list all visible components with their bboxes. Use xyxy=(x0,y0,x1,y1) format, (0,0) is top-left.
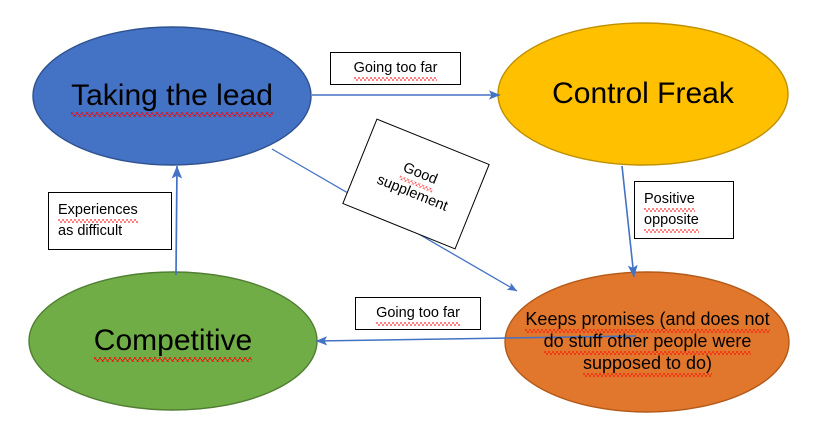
edge-label-line: as difficult xyxy=(58,223,123,239)
edge-label-positive-opposite[interactable]: Positive opposite xyxy=(634,181,734,239)
node-taking-the-lead[interactable] xyxy=(32,26,312,166)
node-keeps-promises[interactable] xyxy=(504,271,790,413)
edge-label-line: Experiences xyxy=(58,200,138,224)
connector-control-to-keeps[interactable] xyxy=(621,165,638,278)
edge-label-line: Going too far xyxy=(353,58,437,82)
edge-label-going-too-far-top[interactable]: Going too far xyxy=(330,52,461,85)
connector-competitive-to-lead[interactable] xyxy=(171,165,183,276)
edge-label-going-too-far-bottom[interactable]: Going too far xyxy=(355,297,481,330)
edge-label-line: Going too far xyxy=(376,303,460,327)
edge-label-line: opposite xyxy=(644,210,699,234)
connector-keeps-to-competitive[interactable] xyxy=(315,335,637,346)
edge-label-line: Positive xyxy=(644,189,695,213)
edge-label-experiences-as-difficult[interactable]: Experiences as difficult xyxy=(48,192,172,250)
